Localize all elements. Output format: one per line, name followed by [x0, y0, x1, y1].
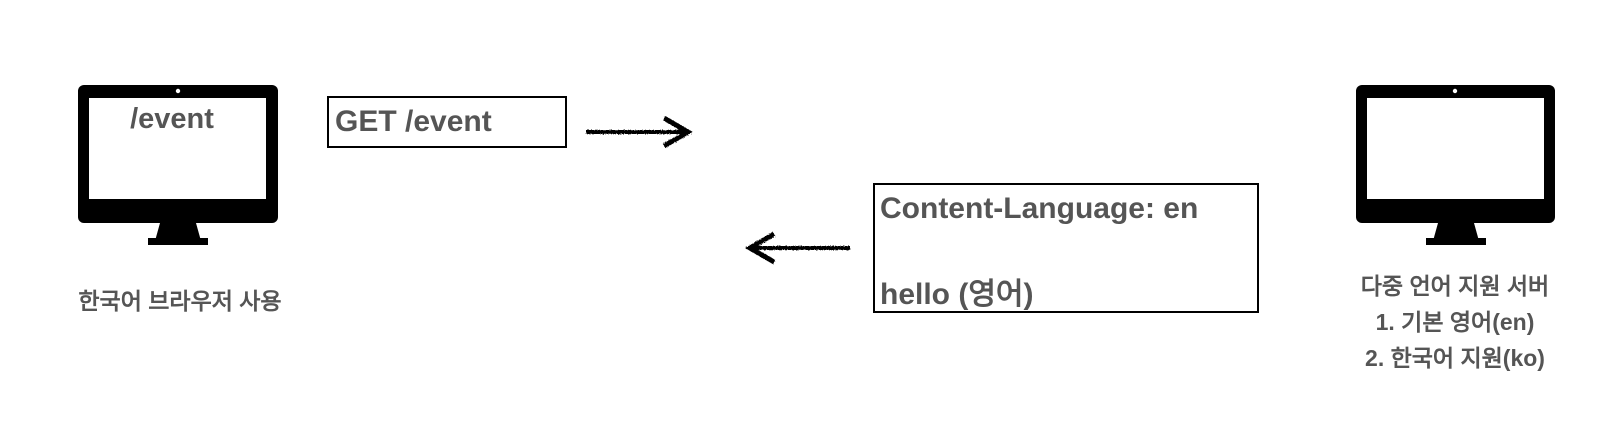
request-label: GET /event: [335, 105, 492, 138]
server-caption-line: 다중 언어 지원 서버: [1360, 273, 1550, 299]
server-monitor-icon: [1356, 85, 1555, 245]
response-box: Content-Language: en hello (영어): [873, 183, 1259, 313]
response-header-line: Content-Language: en: [880, 192, 1199, 225]
client-screen-text: /event: [130, 103, 214, 135]
client-monitor-icon: [78, 85, 278, 245]
request-box: GET /event: [327, 96, 567, 148]
server-caption-line: 2. 한국어 지원(ko): [1365, 345, 1545, 371]
right-arrow-icon: [586, 115, 693, 149]
response-body-line: hello (영어): [880, 278, 1034, 311]
left-arrow-icon: [745, 231, 850, 265]
server-caption: 다중 언어 지원 서버 1. 기본 영어(en) 2. 한국어 지원(ko): [1310, 268, 1600, 376]
client-caption: 한국어 브라우저 사용: [78, 288, 282, 314]
server-caption-line: 1. 기본 영어(en): [1375, 309, 1535, 335]
